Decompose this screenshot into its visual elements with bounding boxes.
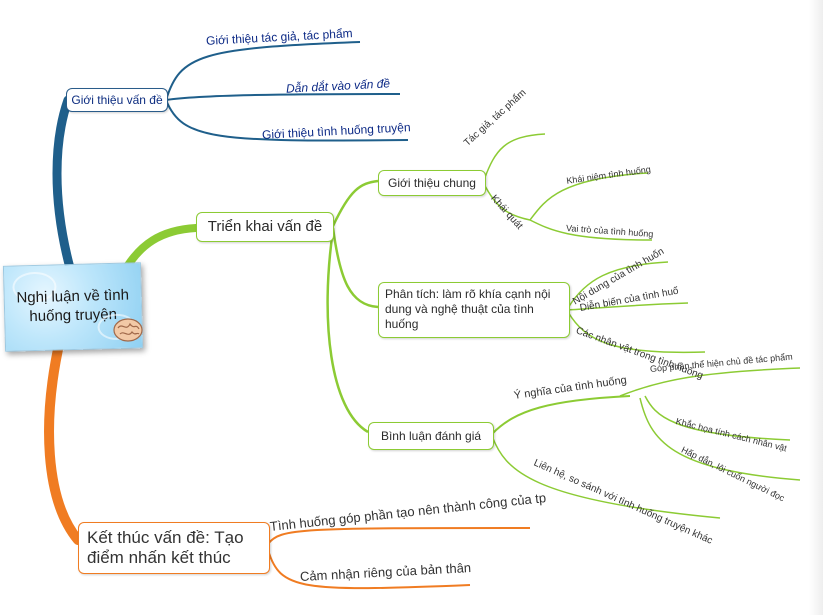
link-eval-compare: [491, 435, 721, 519]
link-analysis-progress: [567, 302, 689, 311]
link-intro-lead: [165, 93, 401, 101]
link-develop-general: [331, 179, 379, 227]
node-analysis-line2: dung và nghệ thuật của tình: [385, 302, 534, 316]
right-edge-shadow: [809, 0, 823, 615]
node-evaluation-label: Bình luận đánh giá: [380, 429, 482, 443]
node-analysis-line1: Phân tích: làm rõ khía cạnh nội: [385, 287, 551, 301]
node-general[interactable]: Giới thiệu chung: [378, 170, 486, 196]
link-overview-concept: [529, 172, 649, 221]
node-analysis-label: Phân tích: làm rõ khía cạnh nội dung và …: [379, 283, 569, 336]
node-evaluation[interactable]: Bình luận đánh giá: [368, 422, 494, 450]
node-conclusion-line2: điểm nhấn kết thúc: [87, 548, 231, 567]
link-develop-analysis: [331, 227, 379, 309]
link-develop-evaluation: [326, 229, 369, 434]
node-analysis[interactable]: Phân tích: làm rõ khía cạnh nội dung và …: [378, 282, 570, 338]
link-intro-author: [165, 41, 361, 101]
node-intro-label: Giới thiệu vấn đề: [71, 93, 163, 107]
node-conclusion[interactable]: Kết thúc vấn đề: Tạo điểm nhấn kết thúc: [78, 522, 270, 574]
link-eval-meaning: [491, 395, 631, 435]
node-general-label: Giới thiệu chung: [388, 176, 476, 190]
brain-icon: [113, 318, 143, 342]
link-intro-situation: [165, 99, 409, 142]
link-general-author: [483, 133, 546, 181]
branch-conclusion: [44, 335, 83, 545]
link-conclusion-success: [267, 527, 531, 545]
link-conclusion-self: [267, 549, 471, 590]
link-analysis-content: [567, 261, 669, 309]
link-overview-role: [529, 219, 653, 241]
node-develop[interactable]: Triển khai vấn đề: [196, 212, 334, 242]
node-analysis-line3: huống: [385, 317, 419, 331]
root-title-line1: Nghị luận về tình: [16, 286, 130, 307]
link-meaning-attraction: [639, 397, 801, 481]
branch-intro: [52, 95, 75, 273]
node-conclusion-line1: Kết thúc vấn đề: Tạo: [87, 528, 244, 547]
node-intro[interactable]: Giới thiệu vấn đề: [66, 88, 168, 112]
link-general-overview: [483, 183, 531, 221]
node-develop-label: Triển khai vấn đề: [207, 218, 323, 235]
link-meaning-theme: [619, 367, 801, 397]
link-analysis-characters: [567, 311, 706, 354]
node-conclusion-label: Kết thúc vấn đề: Tạo điểm nhấn kết thúc: [79, 523, 269, 573]
link-meaning-portrait: [644, 395, 791, 441]
